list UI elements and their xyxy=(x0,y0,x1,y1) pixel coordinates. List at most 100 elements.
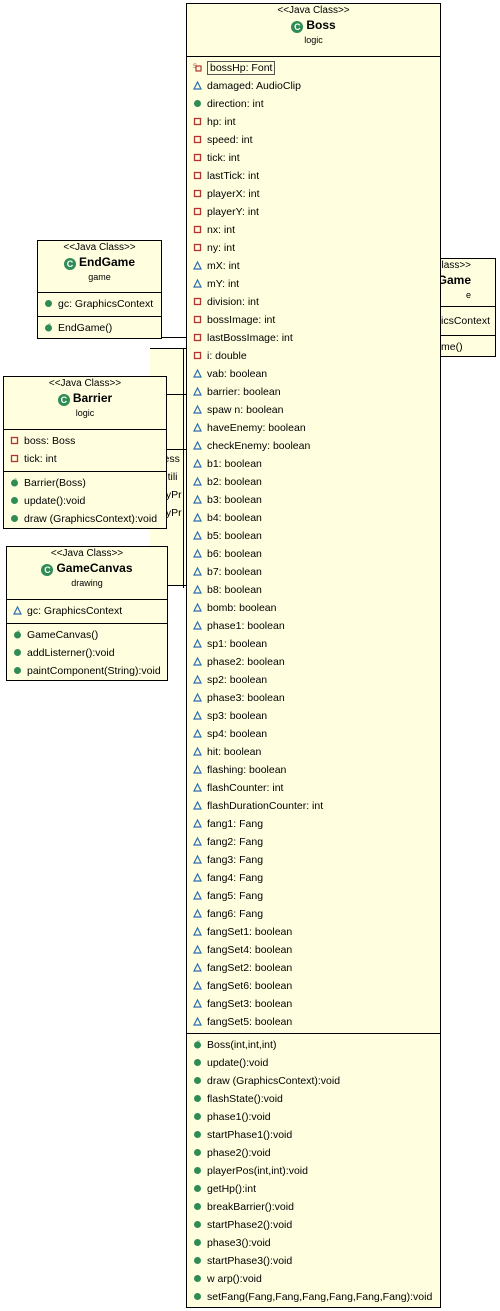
method-row[interactable]: startPhase3():void xyxy=(187,1252,440,1270)
field-row[interactable]: nx: int xyxy=(187,221,440,239)
method-row[interactable]: getHp():int xyxy=(187,1180,440,1198)
method-row[interactable]: setFang(Fang,Fang,Fang,Fang,Fang,Fang):v… xyxy=(187,1288,440,1306)
field-row[interactable]: haveEnemy: boolean xyxy=(187,419,440,437)
public-visibility-icon xyxy=(193,1238,202,1247)
method-row[interactable]: addListerner():void xyxy=(7,644,167,662)
method-row[interactable]: phase2():void xyxy=(187,1144,440,1162)
field-row[interactable]: fang4: Fang xyxy=(187,869,440,887)
class-icon: C xyxy=(41,564,54,576)
field-row[interactable]: lastTick: int xyxy=(187,167,440,185)
field-row[interactable]: fang5: Fang xyxy=(187,887,440,905)
field-row[interactable]: checkEnemy: boolean xyxy=(187,437,440,455)
field-row[interactable]: fangSet1: boolean xyxy=(187,923,440,941)
field-row[interactable]: b8: boolean xyxy=(187,581,440,599)
field-row[interactable]: bossImage: int xyxy=(187,311,440,329)
field-row[interactable]: boss: Boss xyxy=(4,432,166,450)
field-row[interactable]: flashing: boolean xyxy=(187,761,440,779)
field-row[interactable]: fangSet6: boolean xyxy=(187,977,440,995)
field-row[interactable]: sp1: boolean xyxy=(187,635,440,653)
field-row[interactable]: phase2: boolean xyxy=(187,653,440,671)
field-row[interactable]: b7: boolean xyxy=(187,563,440,581)
field-row[interactable]: fang3: Fang xyxy=(187,851,440,869)
field-row[interactable]: flashDurationCounter: int xyxy=(187,797,440,815)
method-row[interactable]: paintComponent(String):void xyxy=(7,662,167,680)
method-row[interactable]: startPhase2():void xyxy=(187,1216,440,1234)
field-row[interactable]: fangSet2: boolean xyxy=(187,959,440,977)
field-row[interactable]: fang1: Fang xyxy=(187,815,440,833)
field-text: tick: int xyxy=(207,152,240,164)
field-row[interactable]: flashCounter: int xyxy=(187,779,440,797)
field-row[interactable]: phase3: boolean xyxy=(187,689,440,707)
method-row[interactable]: w arp():void xyxy=(187,1270,440,1288)
field-row[interactable]: fangSet5: boolean xyxy=(187,1013,440,1031)
protected-visibility-icon xyxy=(193,873,202,882)
field-row[interactable]: direction: int xyxy=(187,95,440,113)
field-row[interactable]: b1: boolean xyxy=(187,455,440,473)
field-row[interactable]: b5: boolean xyxy=(187,527,440,545)
field-row[interactable]: spaw n: boolean xyxy=(187,401,440,419)
field-text: b6: boolean xyxy=(207,548,262,560)
method-text: breakBarrier():void xyxy=(207,1201,294,1213)
field-row[interactable]: fangSet4: boolean xyxy=(187,941,440,959)
field-row[interactable]: playerY: int xyxy=(187,203,440,221)
field-text: lastTick: int xyxy=(207,170,260,182)
field-row[interactable]: b3: boolean xyxy=(187,491,440,509)
field-row[interactable]: sp3: boolean xyxy=(187,707,440,725)
field-row[interactable]: fang2: Fang xyxy=(187,833,440,851)
field-row[interactable]: b6: boolean xyxy=(187,545,440,563)
field-row[interactable]: playerX: int xyxy=(187,185,440,203)
field-row[interactable]: gc: GraphicsContext xyxy=(38,295,161,313)
protected-visibility-icon xyxy=(193,765,202,774)
method-row[interactable]: phase1():void xyxy=(187,1108,440,1126)
method-row[interactable]: playerPos(int,int):void xyxy=(187,1162,440,1180)
field-row[interactable]: hit: boolean xyxy=(187,743,440,761)
field-row[interactable]: sp2: boolean xyxy=(187,671,440,689)
field-row[interactable]: tick: int xyxy=(4,450,166,468)
field-row[interactable]: bomb: boolean xyxy=(187,599,440,617)
field-row[interactable]: i: double xyxy=(187,347,440,365)
field-row[interactable]: damaged: AudioClip xyxy=(187,77,440,95)
field-row[interactable]: vab: boolean xyxy=(187,365,440,383)
field-row[interactable]: phase1: boolean xyxy=(187,617,440,635)
fields-section: gc: GraphicsContext xyxy=(38,293,161,317)
field-row[interactable]: hp: int xyxy=(187,113,440,131)
field-row[interactable]: ny: int xyxy=(187,239,440,257)
field-row[interactable]: fang6: Fang xyxy=(187,905,440,923)
field-row[interactable]: speed: int xyxy=(187,131,440,149)
method-row[interactable]: breakBarrier():void xyxy=(187,1198,440,1216)
method-row[interactable]: update():void xyxy=(4,492,166,510)
field-row[interactable]: b4: boolean xyxy=(187,509,440,527)
field-row[interactable]: fangSet3: boolean xyxy=(187,995,440,1013)
field-row[interactable]: b2: boolean xyxy=(187,473,440,491)
field-row[interactable]: mX: int xyxy=(187,257,440,275)
method-row[interactable]: draw (GraphicsContext):void xyxy=(187,1072,440,1090)
method-row[interactable]: startPhase1():void xyxy=(187,1126,440,1144)
method-row[interactable]: draw (GraphicsContext):void xyxy=(4,510,166,528)
public-visibility-icon xyxy=(193,1130,202,1139)
stereotype-label: <<Java Class>> xyxy=(277,5,350,16)
method-row[interactable]: flashState():void xyxy=(187,1090,440,1108)
protected-visibility-icon xyxy=(193,999,202,1008)
method-row[interactable]: phase3():void xyxy=(187,1234,440,1252)
public-visibility-icon xyxy=(13,666,22,675)
field-row[interactable]: lastBossImage: int xyxy=(187,329,440,347)
field-row[interactable]: gc: GraphicsContext xyxy=(7,602,167,620)
private-visibility-icon xyxy=(193,135,202,144)
field-text: mY: int xyxy=(207,278,240,290)
field-row[interactable]: division: int xyxy=(187,293,440,311)
field-row[interactable]: barrier: boolean xyxy=(187,383,440,401)
field-row[interactable]: mY: int xyxy=(187,275,440,293)
field-row[interactable]: tick: int xyxy=(187,149,440,167)
field-row[interactable]: sp4: boolean xyxy=(187,725,440,743)
method-row[interactable]: update():void xyxy=(187,1054,440,1072)
